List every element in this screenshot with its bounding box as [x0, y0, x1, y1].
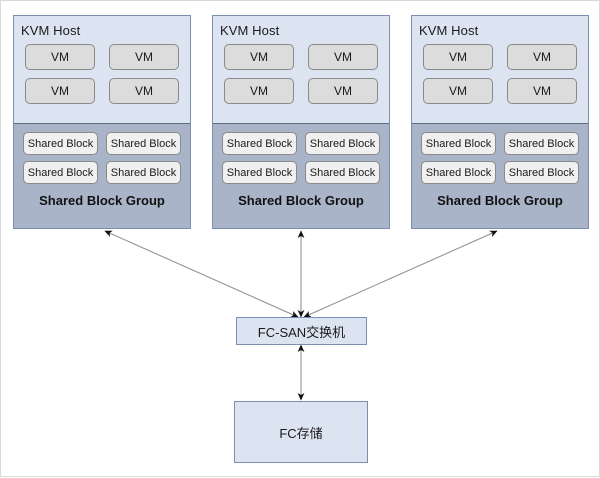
shared-block-box[interactable]: Shared Block: [23, 161, 98, 184]
fc-san-switch-node[interactable]: FC-SAN交换机: [236, 317, 367, 345]
shared-block-box[interactable]: Shared Block: [23, 132, 98, 155]
shared-block-box[interactable]: Shared Block: [222, 161, 297, 184]
vm-box[interactable]: VM: [109, 78, 179, 104]
vm-area: VM VM VM VM: [14, 38, 190, 104]
shared-block-group: Shared Block Shared Block Shared Block S…: [213, 123, 389, 228]
vm-box[interactable]: VM: [308, 44, 378, 70]
shared-block-box[interactable]: Shared Block: [106, 161, 181, 184]
shared-block-group: Shared Block Shared Block Shared Block S…: [14, 123, 190, 228]
shared-block-group-label: Shared Block Group: [39, 193, 165, 208]
shared-block-box[interactable]: Shared Block: [421, 161, 496, 184]
vm-box[interactable]: VM: [507, 78, 577, 104]
vm-box[interactable]: VM: [423, 78, 493, 104]
shared-block-box[interactable]: Shared Block: [305, 161, 380, 184]
shared-block-group: Shared Block Shared Block Shared Block S…: [412, 123, 588, 228]
kvm-host-card-3[interactable]: KVM Host VM VM VM VM Shared Block Shared…: [411, 15, 589, 229]
kvm-host-title: KVM Host: [419, 23, 479, 38]
shared-block-box[interactable]: Shared Block: [305, 132, 380, 155]
kvm-host-title: KVM Host: [220, 23, 280, 38]
vm-box[interactable]: VM: [507, 44, 577, 70]
fc-storage-node[interactable]: FC存储: [234, 401, 368, 463]
vm-area: VM VM VM VM: [412, 38, 588, 104]
shared-block-group-label: Shared Block Group: [437, 193, 563, 208]
kvm-host-card-2[interactable]: KVM Host VM VM VM VM Shared Block Shared…: [212, 15, 390, 229]
vm-box[interactable]: VM: [25, 44, 95, 70]
shared-block-box[interactable]: Shared Block: [504, 132, 579, 155]
shared-block-grid: Shared Block Shared Block Shared Block S…: [412, 124, 588, 184]
connector-host3-to-switch: [303, 230, 498, 318]
vm-box[interactable]: VM: [224, 78, 294, 104]
shared-block-grid: Shared Block Shared Block Shared Block S…: [213, 124, 389, 184]
vm-box[interactable]: VM: [224, 44, 294, 70]
vm-box[interactable]: VM: [25, 78, 95, 104]
shared-block-box[interactable]: Shared Block: [222, 132, 297, 155]
kvm-host-title: KVM Host: [21, 23, 81, 38]
shared-block-box[interactable]: Shared Block: [504, 161, 579, 184]
vm-area: VM VM VM VM: [213, 38, 389, 104]
vm-box[interactable]: VM: [423, 44, 493, 70]
shared-block-group-label: Shared Block Group: [238, 193, 364, 208]
vm-box[interactable]: VM: [308, 78, 378, 104]
vm-box[interactable]: VM: [109, 44, 179, 70]
shared-block-grid: Shared Block Shared Block Shared Block S…: [14, 124, 190, 184]
kvm-host-card-1[interactable]: KVM Host VM VM VM VM Shared Block Shared…: [13, 15, 191, 229]
connector-host1-to-switch: [104, 230, 299, 318]
shared-block-box[interactable]: Shared Block: [421, 132, 496, 155]
shared-block-box[interactable]: Shared Block: [106, 132, 181, 155]
